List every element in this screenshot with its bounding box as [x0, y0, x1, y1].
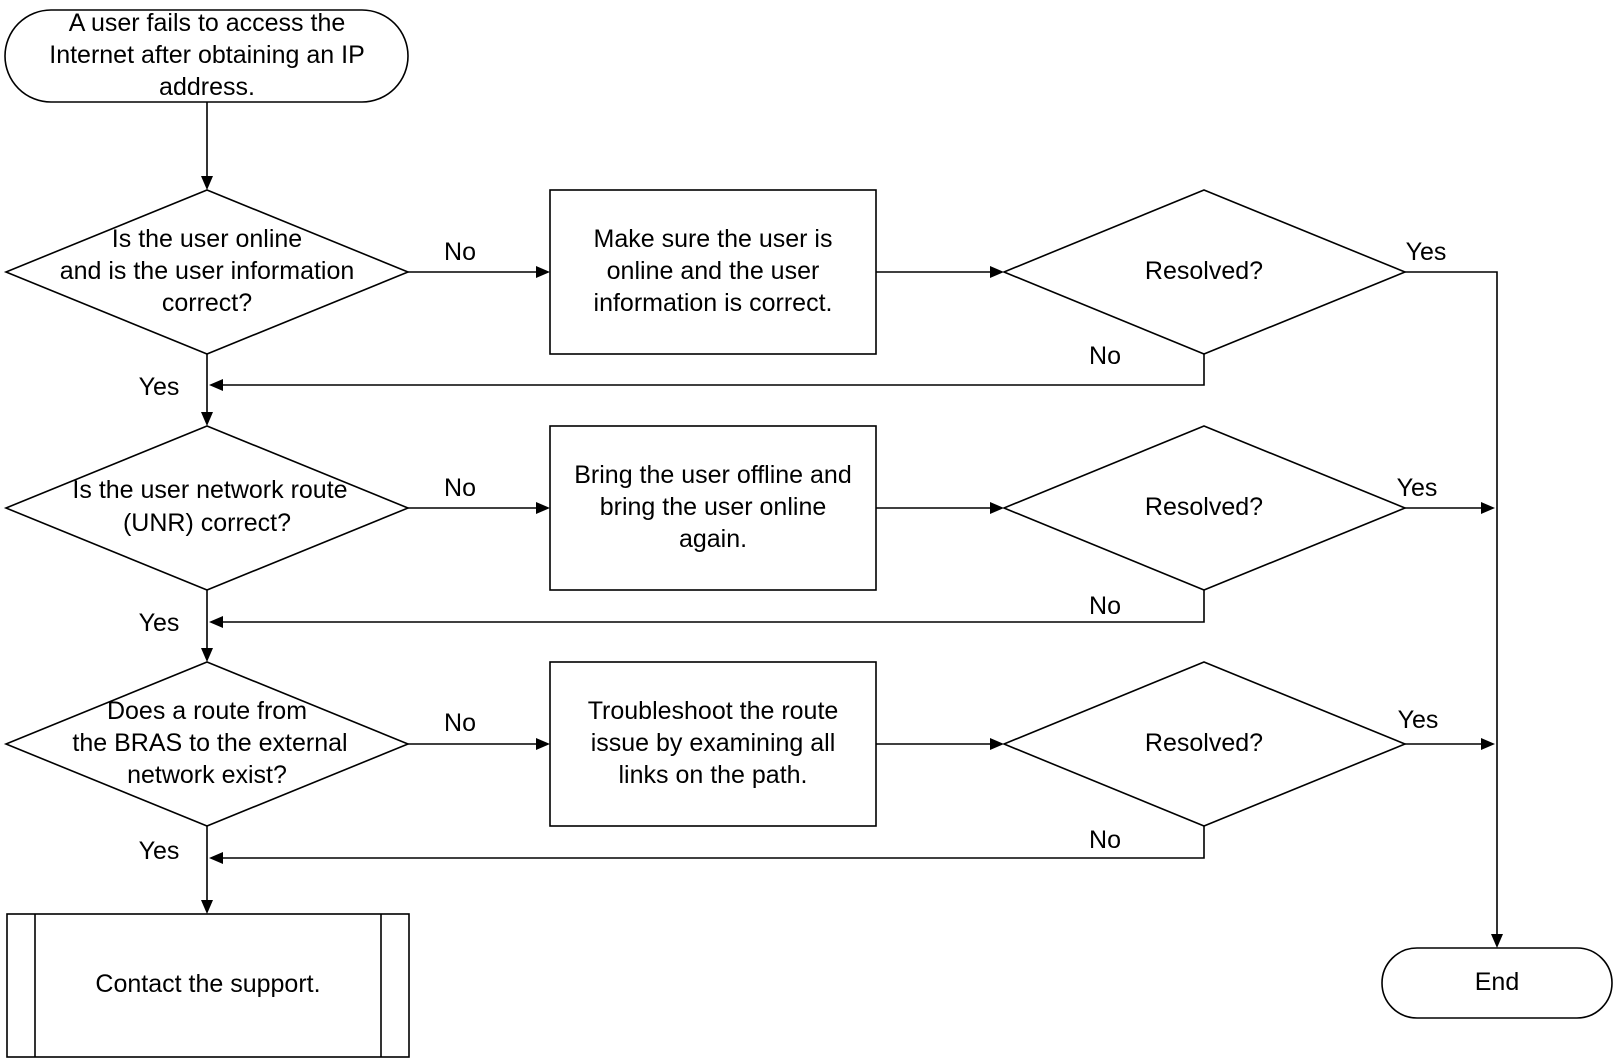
start-text-line-3: address.	[159, 73, 255, 101]
label-no-q1: No	[444, 238, 476, 266]
contact-support-text: Contact the support.	[95, 970, 320, 998]
label-yes-r2: Yes	[1397, 474, 1438, 502]
decision-resolved-1: Resolved?	[1001, 189, 1408, 355]
label-yes-q2: Yes	[139, 609, 180, 637]
decision-2-line-2: (UNR) correct?	[123, 509, 291, 537]
action-1-line-1: Make sure the user is	[594, 225, 833, 253]
decision-3-line-3: network exist?	[127, 761, 287, 789]
action-troubleshoot-route: Troubleshoot the route issue by examinin…	[549, 661, 877, 827]
action-2-line-3: again.	[679, 525, 747, 553]
action-3-line-1: Troubleshoot the route	[588, 697, 839, 725]
action-1-line-2: online and the user	[607, 257, 820, 285]
label-yes-q3: Yes	[139, 837, 180, 865]
end-terminal: End	[1381, 947, 1613, 1019]
decision-3-line-1: Does a route from	[107, 697, 307, 725]
decision-2-line-1: Is the user network route	[72, 476, 347, 504]
connectors	[201, 102, 1503, 948]
start-text-line-2: Internet after obtaining an IP	[49, 41, 365, 69]
edge-labels: No Yes No Yes No Yes No Yes No Yes No Ye…	[139, 238, 1447, 865]
start-terminal: A user fails to access the Internet afte…	[4, 9, 409, 103]
action-3-line-3: links on the path.	[618, 761, 807, 789]
label-yes-r1: Yes	[1406, 238, 1447, 266]
decision-resolved-2: Resolved?	[1001, 425, 1408, 591]
action-1-line-3: information is correct.	[594, 289, 833, 317]
decision-1-line-2: and is the user information	[60, 257, 355, 285]
start-text-line-1: A user fails to access the	[69, 9, 346, 37]
decision-1-line-1: Is the user online	[112, 225, 302, 253]
decision-route-exists: Does a route from the BRAS to the extern…	[3, 661, 411, 827]
action-2-line-1: Bring the user offline and	[574, 461, 852, 489]
end-text: End	[1475, 968, 1519, 996]
decision-resolved-3: Resolved?	[1001, 661, 1408, 827]
contact-support-process: Contact the support.	[6, 913, 410, 1058]
action-3-line-2: issue by examining all	[591, 729, 836, 757]
resolved-3-text: Resolved?	[1145, 729, 1263, 757]
resolved-2-text: Resolved?	[1145, 493, 1263, 521]
label-no-q2: No	[444, 474, 476, 502]
resolved-1-text: Resolved?	[1145, 257, 1263, 285]
action-reconnect-user: Bring the user offline and bring the use…	[549, 425, 877, 591]
action-2-line-2: bring the user online	[600, 493, 827, 521]
label-yes-r3: Yes	[1398, 706, 1439, 734]
label-no-r3: No	[1089, 826, 1121, 854]
decision-user-online: Is the user online and is the user infor…	[3, 189, 411, 355]
action-ensure-online: Make sure the user is online and the use…	[549, 189, 877, 355]
decision-3-line-2: the BRAS to the external	[72, 729, 347, 757]
decision-unr-correct: Is the user network route (UNR) correct?	[3, 425, 411, 591]
label-yes-q1: Yes	[139, 373, 180, 401]
decision-1-line-3: correct?	[162, 289, 252, 317]
label-no-r1: No	[1089, 342, 1121, 370]
label-no-q3: No	[444, 709, 476, 737]
label-no-r2: No	[1089, 592, 1121, 620]
